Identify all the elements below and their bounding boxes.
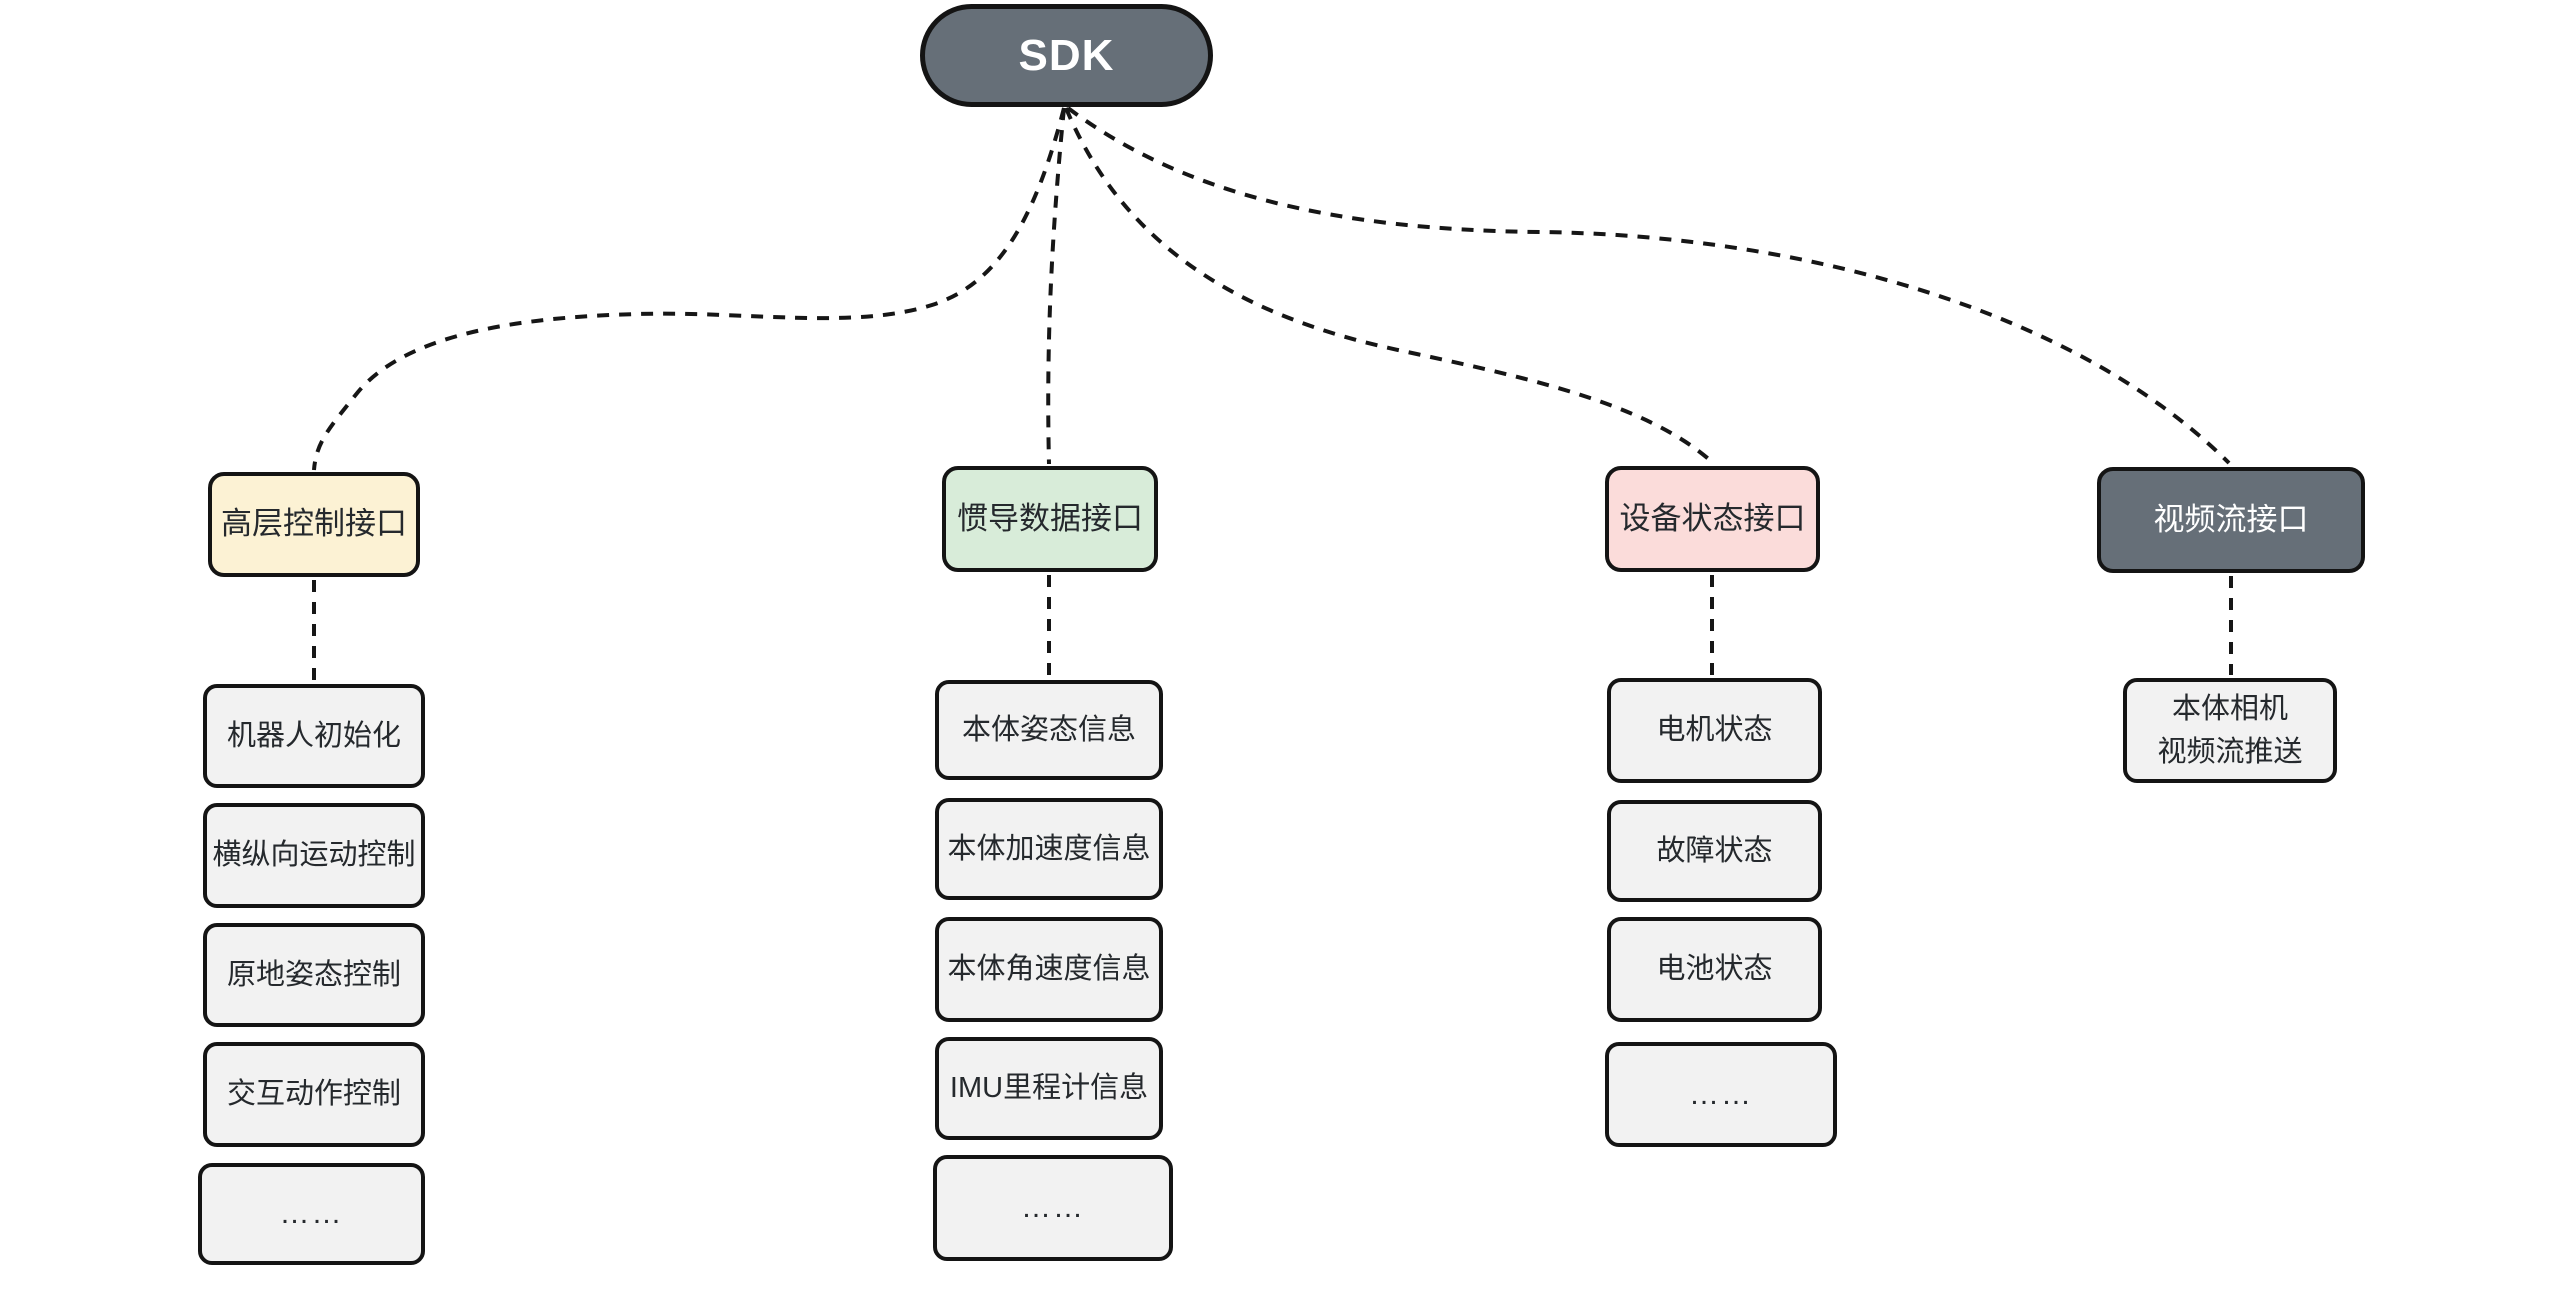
node-body-angular-velocity-info: 本体角速度信息 (935, 917, 1163, 1022)
node-battery-status: 电池状态 (1607, 917, 1822, 1022)
edge-sdk-to-high-level-control (312, 107, 1066, 471)
node-body-camera-video-stream-push: 本体相机 视频流推送 (2123, 678, 2337, 783)
node-imu-odometry-info: IMU里程计信息 (935, 1037, 1163, 1140)
edge-sdk-to-ins-data (1046, 107, 1066, 465)
edge-sdk-to-device-status (1064, 107, 1714, 464)
node-body-pose-info: 本体姿态信息 (935, 680, 1163, 780)
node-high-level-control-ellipsis: …… (198, 1163, 425, 1265)
node-high-level-control-interface: 高层控制接口 (208, 472, 420, 577)
node-fault-status: 故障状态 (1607, 800, 1822, 902)
node-video-stream-interface: 视频流接口 (2097, 467, 2365, 573)
node-body-acceleration-info: 本体加速度信息 (935, 798, 1163, 900)
edge-sdk-to-video-stream (1066, 106, 2231, 465)
node-device-status-ellipsis: …… (1605, 1042, 1837, 1147)
node-robot-init: 机器人初始化 (203, 684, 425, 788)
node-device-status-interface: 设备状态接口 (1605, 466, 1820, 572)
node-ins-data-ellipsis: …… (933, 1155, 1173, 1261)
node-lateral-longitudinal-motion-control: 横纵向运动控制 (203, 803, 425, 908)
node-in-place-posture-control: 原地姿态控制 (203, 923, 425, 1027)
node-sdk-root: SDK (920, 4, 1213, 107)
node-motor-status: 电机状态 (1607, 678, 1822, 783)
node-ins-data-interface: 惯导数据接口 (942, 466, 1158, 572)
node-interactive-action-control: 交互动作控制 (203, 1042, 425, 1147)
